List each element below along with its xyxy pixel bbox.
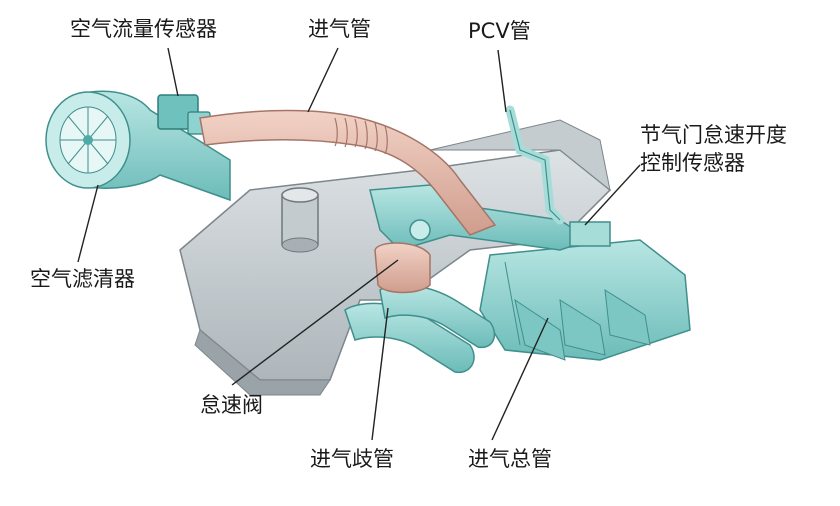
- label-pcv-pipe: PCV管: [468, 19, 531, 43]
- filler-cap: [281, 187, 319, 253]
- label-intake-pipe: 进气管: [308, 17, 371, 41]
- label-intake-plenum: 进气总管: [468, 447, 552, 471]
- intake-runners: [344, 284, 651, 374]
- leader-pcv: [497, 49, 507, 113]
- label-intake-branch: 进气歧管: [310, 447, 394, 471]
- label-maf-sensor: 空气流量传感器: [70, 17, 217, 41]
- label-air-filter: 空气滤清器: [30, 267, 135, 291]
- air-filter-housing: [45, 90, 231, 202]
- idle-valve-body: [374, 242, 431, 294]
- leader-maf: [167, 47, 179, 97]
- pcv-pipe-shape: [505, 105, 565, 225]
- leader-lines: [77, 47, 641, 441]
- leader-idle-valve: [231, 259, 399, 386]
- intake-hose: [199, 109, 497, 236]
- leader-air-filter: [77, 184, 99, 263]
- label-throttle-sensor-line1: 节气门怠速开度: [640, 123, 787, 147]
- leader-throttle-sensor: [584, 164, 641, 226]
- label-idle-valve: 怠速阀: [200, 393, 263, 417]
- leader-intake-branch: [371, 307, 389, 441]
- label-throttle-sensor-line2: 控制传感器: [640, 151, 745, 175]
- leader-intake-pipe: [307, 47, 339, 113]
- leader-intake-plenum: [491, 317, 549, 441]
